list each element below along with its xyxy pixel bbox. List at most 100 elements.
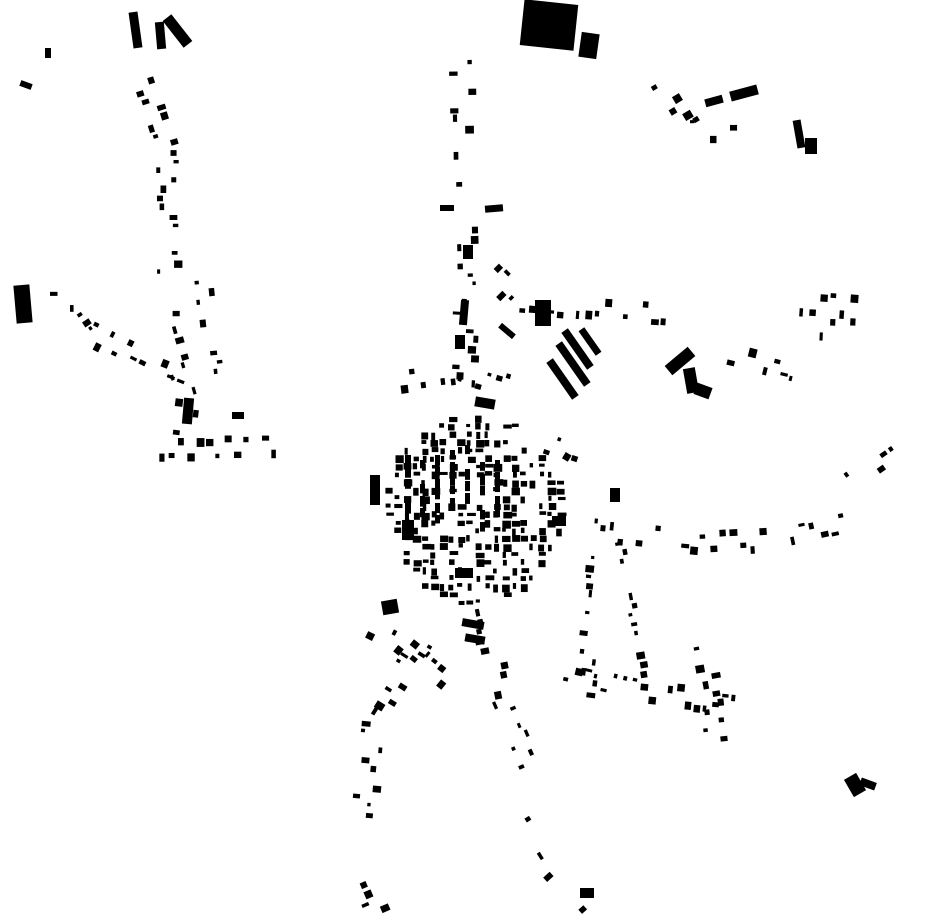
building	[439, 512, 445, 520]
building	[470, 235, 479, 244]
building	[476, 628, 483, 635]
building	[450, 486, 455, 495]
building	[475, 543, 482, 551]
building	[831, 531, 840, 537]
building	[710, 135, 717, 144]
building	[422, 536, 429, 541]
building	[511, 552, 519, 556]
building	[747, 347, 758, 359]
building	[457, 263, 463, 270]
building	[579, 630, 588, 637]
building	[13, 284, 33, 324]
building	[365, 631, 376, 641]
building	[600, 525, 606, 532]
building	[450, 462, 455, 474]
building	[474, 608, 481, 617]
building	[792, 119, 806, 149]
building	[556, 311, 564, 319]
building	[172, 223, 179, 228]
building	[475, 552, 485, 559]
building	[539, 535, 547, 543]
building	[430, 552, 436, 559]
building	[359, 880, 368, 890]
building	[495, 508, 500, 518]
building	[476, 440, 485, 448]
building	[110, 350, 118, 357]
building	[467, 59, 472, 65]
building	[718, 717, 725, 723]
building	[422, 543, 431, 550]
building	[169, 138, 179, 146]
building	[557, 512, 567, 517]
building	[487, 372, 492, 377]
building	[430, 559, 435, 565]
building	[547, 487, 557, 496]
building	[494, 504, 501, 510]
building	[726, 359, 736, 367]
building	[82, 318, 92, 328]
building	[484, 520, 491, 528]
building	[539, 463, 545, 467]
building	[562, 451, 572, 462]
building	[452, 364, 460, 370]
building	[518, 764, 525, 770]
building	[604, 298, 613, 308]
building	[457, 447, 463, 454]
building	[690, 120, 695, 124]
building	[600, 687, 607, 693]
building	[711, 671, 721, 680]
building	[660, 318, 666, 326]
building	[731, 694, 736, 702]
building	[511, 455, 518, 461]
building	[174, 336, 185, 345]
building	[449, 575, 454, 580]
building	[370, 707, 379, 716]
building	[450, 378, 456, 386]
building	[88, 325, 93, 331]
building	[467, 273, 473, 277]
building	[837, 513, 844, 519]
building	[557, 496, 566, 501]
building	[413, 560, 422, 567]
building	[430, 575, 439, 580]
building	[171, 326, 178, 335]
building	[422, 455, 427, 463]
building	[215, 453, 220, 459]
building	[480, 474, 485, 486]
building	[485, 583, 490, 589]
building	[520, 496, 525, 504]
building	[180, 353, 190, 361]
building	[196, 438, 205, 447]
building	[470, 355, 480, 363]
building	[502, 520, 511, 529]
building	[440, 455, 445, 462]
building	[455, 335, 465, 349]
building	[650, 318, 659, 326]
building	[632, 677, 638, 682]
building	[503, 269, 511, 277]
building	[435, 515, 440, 524]
building	[664, 346, 696, 376]
building	[385, 503, 391, 508]
building	[717, 698, 725, 707]
building	[365, 812, 374, 819]
building	[174, 398, 184, 407]
building	[773, 358, 781, 365]
building	[467, 345, 477, 354]
building	[485, 455, 493, 462]
building	[556, 488, 565, 495]
building	[503, 455, 511, 462]
building	[509, 705, 517, 711]
building	[508, 294, 515, 301]
building	[439, 543, 448, 550]
building	[385, 487, 393, 494]
building	[422, 503, 427, 512]
building	[468, 88, 477, 95]
building	[403, 496, 412, 503]
building	[622, 675, 628, 681]
building	[538, 551, 546, 556]
building	[421, 480, 425, 485]
building	[590, 555, 595, 560]
building	[820, 530, 830, 538]
